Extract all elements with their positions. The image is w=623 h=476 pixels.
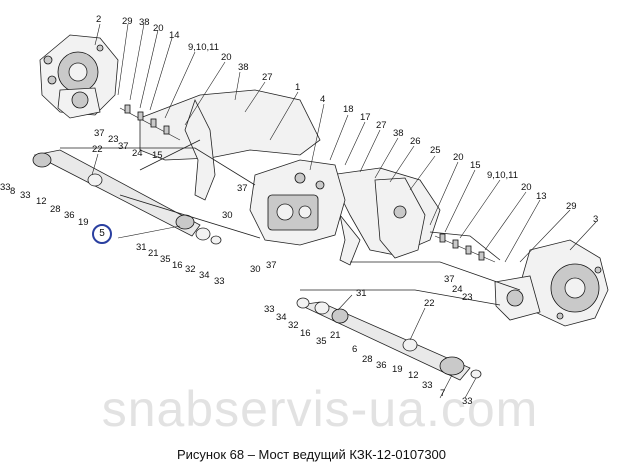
callout-34-right: 34 bbox=[276, 312, 287, 323]
callout-35-right: 35 bbox=[316, 336, 327, 347]
callout-23-right: 23 bbox=[462, 292, 473, 303]
callout-33-right-a: 33 bbox=[264, 304, 275, 315]
callout-29-top: 29 bbox=[122, 16, 133, 27]
callout-13: 13 bbox=[536, 191, 547, 202]
callout-12-right: 12 bbox=[408, 370, 419, 381]
callout-37-left-a: 37 bbox=[94, 128, 105, 139]
callout-37-left-b: 37 bbox=[118, 141, 129, 152]
callout-4: 4 bbox=[320, 94, 325, 105]
callout-27-top: 27 bbox=[262, 72, 273, 83]
callout-37-right: 37 bbox=[444, 274, 455, 285]
callout-labels: 2 29 38 20 14 9,10,11 20 38 27 1 4 18 17… bbox=[0, 14, 598, 407]
callout-30-center-b: 30 bbox=[250, 264, 261, 275]
callout-37-center: 37 bbox=[237, 183, 248, 194]
callout-38-mid: 38 bbox=[238, 62, 249, 73]
callout-24-left: 24 bbox=[132, 148, 143, 159]
callout-3: 3 bbox=[593, 214, 598, 225]
callout-7: 7 bbox=[440, 388, 445, 399]
highlighted-callout-5: 5 bbox=[92, 224, 112, 244]
left-wheel-reductor bbox=[39, 34, 119, 119]
callout-32-right: 32 bbox=[288, 320, 299, 331]
callout-16-left: 16 bbox=[172, 260, 183, 271]
callout-31-right: 31 bbox=[356, 288, 367, 299]
callout-36-right: 36 bbox=[376, 360, 387, 371]
right-stud-row bbox=[434, 233, 496, 263]
callout-21-left: 21 bbox=[148, 248, 159, 259]
callout-29-right: 29 bbox=[566, 201, 577, 212]
callout-32-left: 32 bbox=[185, 264, 196, 275]
callout-24-right: 24 bbox=[452, 284, 463, 295]
callout-2: 2 bbox=[96, 14, 101, 25]
central-gearbox bbox=[249, 159, 346, 246]
callout-36-left: 36 bbox=[64, 210, 75, 221]
callout-28-left: 28 bbox=[50, 204, 61, 215]
callout-35-left: 35 bbox=[160, 254, 171, 265]
callout-33-right-c: 33 bbox=[462, 396, 473, 407]
callout-15-right: 15 bbox=[470, 160, 481, 171]
callout-1: 1 bbox=[295, 82, 300, 93]
callout-18: 18 bbox=[343, 104, 354, 115]
figure-caption: Рисунок 68 – Мост ведущий КЗК-12-0107300 bbox=[176, 447, 447, 462]
callout-33-left-b: 33 bbox=[20, 190, 31, 201]
callout-9-10-11-top: 9,10,11 bbox=[188, 42, 219, 53]
callout-15-left: 15 bbox=[152, 150, 163, 161]
callout-23-left: 23 bbox=[108, 134, 119, 145]
callout-38-top: 38 bbox=[139, 17, 150, 28]
axle-housing bbox=[139, 89, 441, 266]
callout-22-left: 22 bbox=[92, 144, 103, 155]
callout-9-10-11-right: 9,10,11 bbox=[487, 170, 518, 181]
callout-28-right: 28 bbox=[362, 354, 373, 365]
callout-21-right: 21 bbox=[330, 330, 341, 341]
callout-33-left-c: 33 bbox=[214, 276, 225, 287]
callout-33-right-b: 33 bbox=[422, 380, 433, 391]
callout-8: 8 bbox=[10, 186, 15, 197]
callout-22-right: 22 bbox=[424, 298, 435, 309]
callout-20-right: 20 bbox=[453, 152, 464, 163]
callout-31-left: 31 bbox=[136, 242, 147, 253]
callout-20-top-b: 20 bbox=[221, 52, 232, 63]
leader-lines bbox=[91, 23, 597, 399]
right-wheel-reductor bbox=[494, 239, 609, 327]
left-half-shaft bbox=[32, 149, 222, 245]
callout-30-center-a: 30 bbox=[222, 210, 233, 221]
callout-37-center-b: 37 bbox=[266, 260, 277, 271]
callout-25: 25 bbox=[430, 145, 441, 156]
right-half-shaft bbox=[296, 297, 482, 381]
callout-14: 14 bbox=[169, 30, 180, 41]
callout-38-right: 38 bbox=[393, 128, 404, 139]
callout-17: 17 bbox=[360, 112, 371, 123]
callout-33-left-a: 33 bbox=[0, 182, 11, 193]
callout-26: 26 bbox=[410, 136, 421, 147]
callout-12-left: 12 bbox=[36, 196, 47, 207]
assembly-frame-lines bbox=[60, 139, 521, 306]
callout-19-right: 19 bbox=[392, 364, 403, 375]
callout-34-left: 34 bbox=[199, 270, 210, 281]
callout-20-top: 20 bbox=[153, 23, 164, 34]
watermark: snabservis-ua.com bbox=[101, 381, 539, 437]
callout-6: 6 bbox=[352, 344, 357, 355]
callout-27-mid: 27 bbox=[376, 120, 387, 131]
left-stud-row bbox=[119, 104, 181, 141]
callout-19-left: 19 bbox=[78, 217, 89, 228]
callout-16-right: 16 bbox=[300, 328, 311, 339]
callout-20-right-b: 20 bbox=[521, 182, 532, 193]
